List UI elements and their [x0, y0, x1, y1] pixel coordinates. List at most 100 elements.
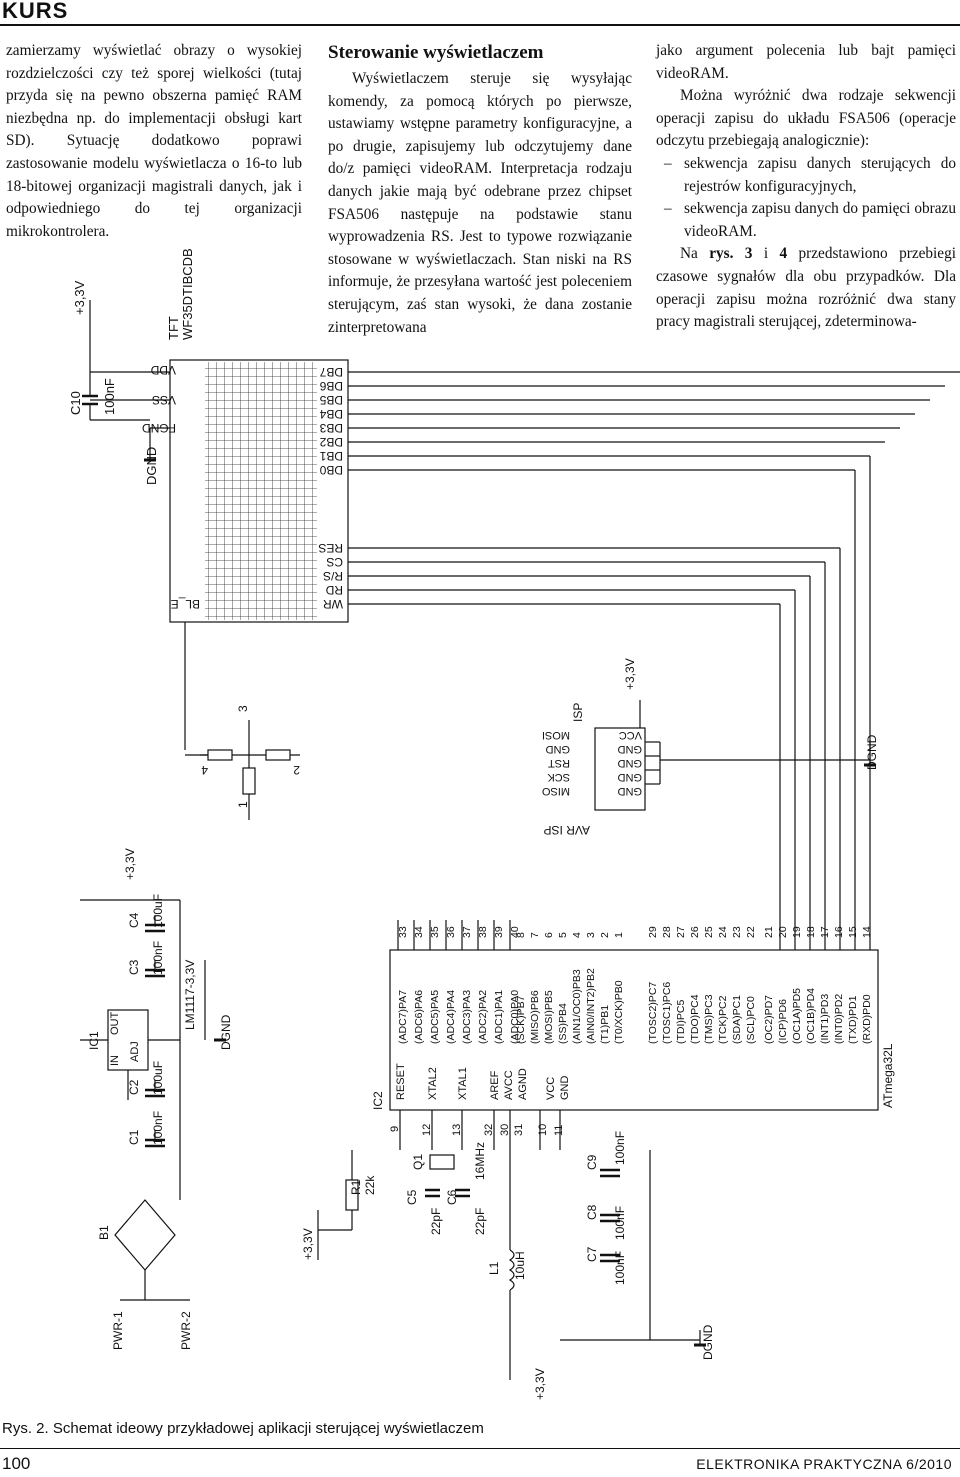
- mcu-pin-number: 3: [585, 932, 597, 938]
- mcu-port-label: (OC1A)PD5: [791, 988, 803, 1044]
- text-run: przedstawiono przebiegi czasowe sygnałów…: [656, 245, 956, 331]
- sequence-list: sekwencja zapisu danych sterujących do r…: [656, 153, 956, 243]
- tft-pin-db2: DB2: [319, 435, 343, 449]
- tft-pin-db6: DB6: [319, 379, 343, 393]
- reg-name: IC1: [87, 1031, 101, 1050]
- mcu-aref: AREF: [489, 1070, 501, 1100]
- tft-model: WF35DTIBCDB: [180, 248, 195, 340]
- c4-label: C4: [127, 912, 141, 928]
- isp-pin-gnd-1: GND: [618, 743, 643, 755]
- c8-value: 100nF: [613, 1206, 627, 1240]
- mcu-port-label: (ADC6)PA6: [413, 990, 425, 1044]
- l1-value: 10uH: [513, 1251, 527, 1280]
- supply-label: +3,3V: [72, 280, 87, 315]
- mcu-port-label: (TCK)PC2: [717, 995, 729, 1044]
- c9-label: C9: [585, 1154, 599, 1170]
- isp-pin-gnd-2: GND: [618, 757, 643, 769]
- mcu-port-label: (TDO)PC4: [689, 994, 701, 1044]
- mcu-port-label: (MISO)PB6: [529, 990, 541, 1044]
- mcu-model: ATmega32L: [881, 1043, 895, 1108]
- mcu-pin-number: 20: [777, 926, 789, 938]
- bridge-rectifier: [114, 1199, 176, 1271]
- tft-pin-db1: DB1: [319, 449, 343, 463]
- mcu-pin-number: 34: [413, 926, 425, 938]
- header-rule: [0, 24, 960, 26]
- mcu-port-label: (ADC0)PA0: [509, 990, 521, 1044]
- mcu-pin-number: 23: [731, 926, 743, 938]
- mcu-port-label: (SCL)PC0: [745, 996, 757, 1044]
- l1-label: L1: [487, 1261, 501, 1275]
- mcu-pin-number: 8: [515, 932, 527, 938]
- isp-pin-gnd-3: GND: [618, 771, 643, 783]
- tft-pin-db0: DB0: [319, 463, 343, 477]
- c9-value: 100nF: [613, 1131, 627, 1165]
- mcu-pin-10: 10: [537, 1124, 549, 1136]
- c6-value: 22pF: [473, 1208, 487, 1235]
- mcu-port-label: (ADC2)PA2: [477, 990, 489, 1044]
- mcu-port-label: (TOSC2)PC7: [647, 982, 659, 1044]
- isp-pin-gnd-4: GND: [618, 785, 643, 797]
- c5-label: C5: [405, 1189, 419, 1205]
- text-run: i: [752, 245, 780, 263]
- r1-label: R1: [349, 1179, 363, 1195]
- tft-pin-db7: DB7: [319, 365, 343, 379]
- figure-caption: Rys. 2. Schemat ideowy przykładowej apli…: [2, 1420, 484, 1437]
- reg-model: LM1117-3,3V: [183, 960, 197, 1030]
- mcu-port-label: (INT1)PD3: [819, 994, 831, 1044]
- l1-supply: +3,3V: [533, 1368, 547, 1400]
- figure-ref: rys. 3: [709, 245, 753, 263]
- ground-label: DGND: [144, 447, 159, 485]
- isp-pin-miso: MISO: [541, 785, 570, 797]
- col3-paragraph-2: Można wyróżnić dwa rodzaje sekwencji ope…: [656, 87, 956, 150]
- r1-supply: +3,3V: [301, 1228, 315, 1260]
- mcu-port-label: (OC1B)PD4: [805, 988, 817, 1044]
- mcu-pin-number: 7: [529, 932, 541, 938]
- col1-paragraph: zamierzamy wyświetlać obrazy o wysokiej …: [6, 42, 302, 240]
- mcu-pin-number: 16: [833, 926, 845, 938]
- b1-label: B1: [97, 1225, 111, 1240]
- mcu-pin-9: 9: [389, 1126, 401, 1132]
- tft-pin-rd: RD: [325, 583, 343, 597]
- mcu-pin-number: 22: [745, 926, 757, 938]
- mcu-pin-number: 17: [819, 926, 831, 938]
- pot-pin-2: 2: [293, 763, 300, 777]
- tft-pin-res: RES: [318, 541, 343, 555]
- mcu-pin-32: 32: [483, 1124, 495, 1136]
- mcu-pin-number: 18: [805, 926, 817, 938]
- mcu-pin-number: 15: [847, 926, 859, 938]
- tft-grid: [205, 362, 317, 620]
- page-number: 100: [2, 1454, 31, 1473]
- col2-paragraph: Wyświetlaczem steruje się wysyłając kome…: [328, 70, 632, 336]
- column-1: zamierzamy wyświetlać obrazy o wysokiej …: [6, 40, 302, 243]
- footer-rule: [0, 1448, 960, 1449]
- pot-pin-1: 1: [236, 801, 250, 808]
- decoupling-ground: DGND: [701, 1324, 715, 1360]
- mcu-port-label: (TMS)PC3: [703, 994, 715, 1044]
- tft-pin-fgnd: FGND: [142, 421, 176, 435]
- regulator-ic: [107, 1009, 149, 1071]
- r1-value: 22k: [363, 1175, 377, 1195]
- mcu-port-label: (ICP)PD6: [777, 999, 789, 1044]
- mcu-pin-number: 38: [477, 926, 489, 938]
- reg-ground: DGND: [219, 1014, 233, 1050]
- mcu-reset: RESET: [395, 1063, 407, 1100]
- c2-value: 100uF: [151, 1061, 165, 1095]
- c6-label: C6: [445, 1189, 459, 1205]
- mcu-pin-number: 2: [599, 932, 611, 938]
- mcu-port-label: (ADC5)PA5: [429, 990, 441, 1044]
- section-heading: KURS: [2, 0, 69, 23]
- tft-pin-db3: DB3: [319, 421, 343, 435]
- reg-out: OUT: [109, 1012, 121, 1036]
- mcu-pin-number: 33: [397, 926, 409, 938]
- c10-value: 100nF: [102, 378, 117, 415]
- mcu-pin-number: 27: [675, 926, 687, 938]
- mcu-port-label: (TXD)PD1: [847, 995, 859, 1044]
- c4-value: 100uF: [151, 894, 165, 928]
- tft-label: TFT: [166, 316, 181, 340]
- mcu-port-label: (AIN0/INT2)PB2: [585, 968, 597, 1044]
- isp-pin-vcc: VCC: [619, 729, 642, 741]
- figure-ref: 4: [779, 245, 788, 263]
- mcu-pin-number: 5: [557, 932, 569, 938]
- schematic-diagram: +3,3V DGND C10 100nF TFT WF35DTIBCDB VDD…: [68, 248, 960, 1400]
- mcu-xtal1: XTAL1: [457, 1067, 469, 1100]
